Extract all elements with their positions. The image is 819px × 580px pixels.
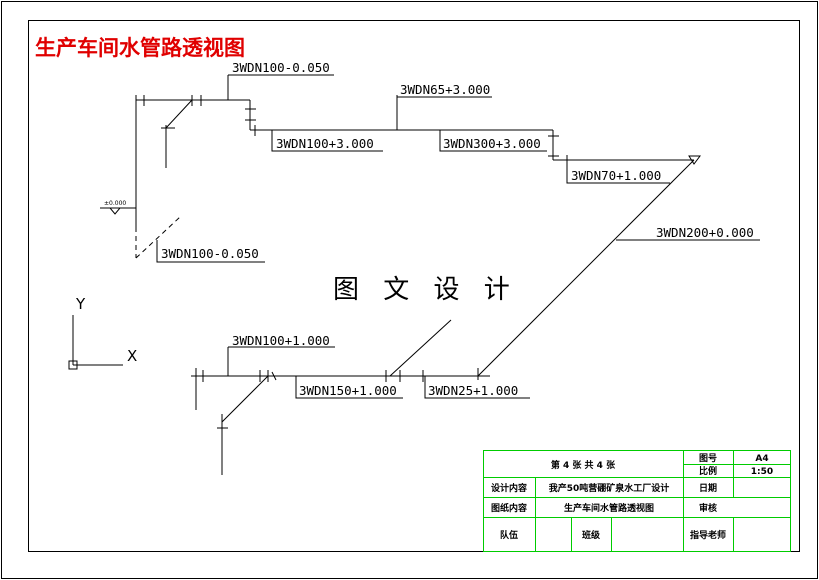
pipe-label: 3WDN200+0.000 — [656, 225, 754, 240]
drawing-content-value: 生产车间水管路透视图 — [564, 502, 654, 514]
pipe-label: 3WDN300+3.000 — [443, 136, 541, 151]
pipe-labels: 3WDN100-0.050 3WDN65+3.000 3WDN100+3.000… — [156, 60, 754, 399]
main-diagonal-pipe — [477, 159, 760, 377]
elevation-marker: ±0.000 — [100, 200, 136, 215]
pipe-label: 3WDN100-0.050 — [232, 60, 330, 75]
elevation-label: ±0.000 — [104, 200, 126, 207]
team-label: 队伍 — [500, 529, 518, 541]
drawing-title: 生产车间水管路透视图 — [35, 35, 245, 60]
ucs-axis: Y X — [68, 295, 137, 370]
axis-y-label: Y — [75, 295, 86, 313]
drawing-no-value: A4 — [755, 454, 768, 464]
watermark-text: 图 文 设 计 — [333, 275, 518, 305]
drawing-no-label: 图号 — [699, 453, 717, 464]
pipe-label: 3WDN100+1.000 — [232, 333, 330, 348]
pipe-label: 3WDN100+3.000 — [276, 136, 374, 151]
title-block: 第 4 张 共 4 张 图号 A4 比例 1:50 设计内容 我产50吨营硼矿泉… — [483, 450, 791, 552]
scale-label: 比例 — [699, 465, 717, 477]
sheet-count: 第 4 张 共 4 张 — [551, 459, 616, 471]
lower-pipe-network — [191, 319, 490, 475]
design-content-label: 设计内容 — [491, 482, 527, 494]
advisor-label: 指导老师 — [690, 529, 726, 541]
review-label: 审核 — [699, 502, 717, 514]
date-label: 日期 — [699, 482, 717, 494]
axis-x-label: X — [127, 347, 137, 365]
scale-value: 1:50 — [751, 467, 773, 477]
class-label: 班级 — [582, 529, 601, 541]
drawing-content-label: 图纸内容 — [491, 502, 527, 514]
pipe-label: 3WDN25+1.000 — [428, 383, 518, 398]
upper-pipe-network — [135, 75, 701, 259]
pipe-label: 3WDN65+3.000 — [400, 82, 490, 97]
pipe-label: 3WDN70+1.000 — [571, 168, 661, 183]
inner-frame — [28, 20, 800, 552]
design-content-value: 我产50吨营硼矿泉水工厂设计 — [549, 482, 670, 494]
pipe-label: 3WDN150+1.000 — [299, 383, 397, 398]
pipe-label: 3WDN100-0.050 — [161, 246, 259, 261]
